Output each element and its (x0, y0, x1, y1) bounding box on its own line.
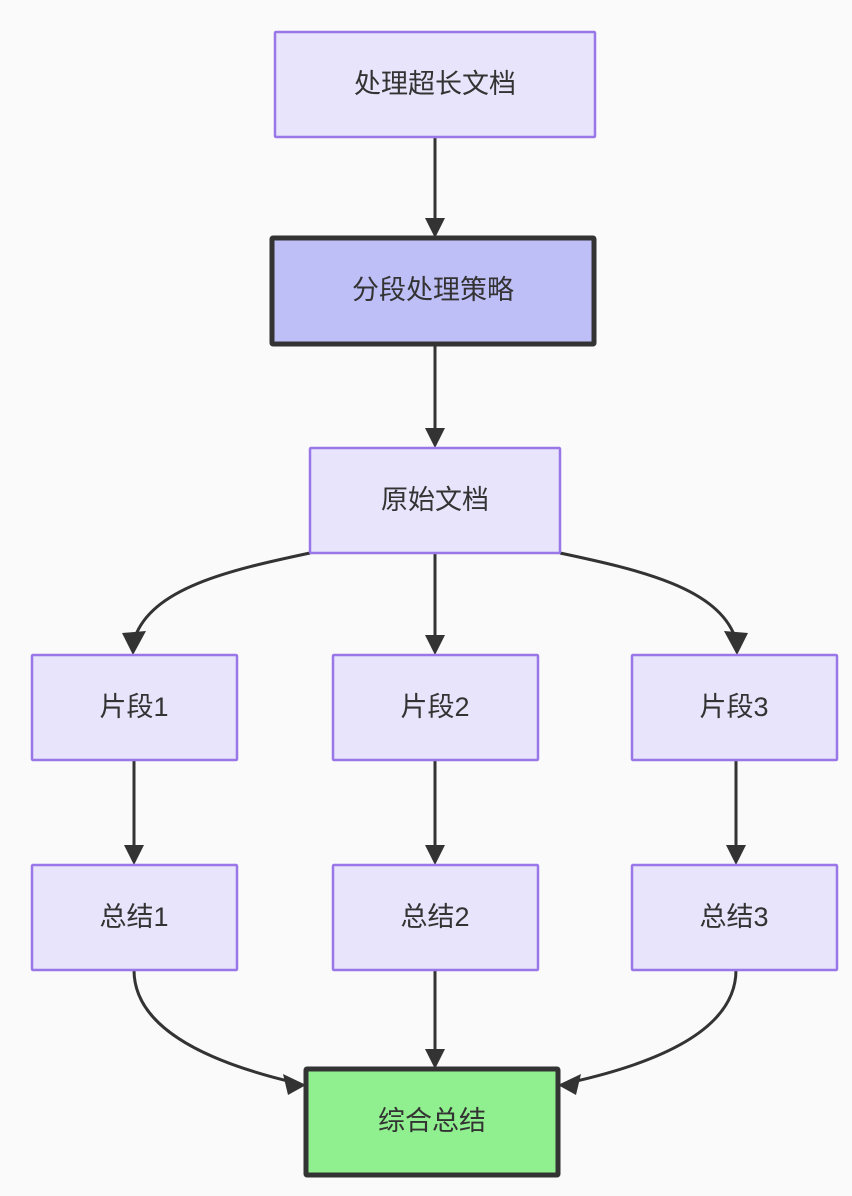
arrow-head-icon (558, 1074, 581, 1095)
arrow-head-icon (425, 428, 445, 448)
edge-n6-n9 (726, 760, 746, 865)
node-fragment-1[interactable]: 片段1 (30, 653, 239, 762)
edge-n7-n10 (132, 969, 306, 1095)
arrow-head-icon (122, 631, 146, 655)
arrow-head-icon (283, 1074, 306, 1095)
node-comprehensive-summary[interactable]: 综合总结 (303, 1066, 561, 1178)
node-box[interactable] (30, 863, 239, 972)
edge-n9-n10 (558, 969, 738, 1095)
arrow-head-icon (425, 1049, 445, 1069)
arrow-head-icon (726, 845, 746, 865)
node-summary-2[interactable]: 总结2 (331, 863, 540, 972)
edge-n3-n6 (559, 551, 748, 655)
arrow-head-icon (425, 635, 445, 655)
edge-layer (122, 137, 748, 1095)
edge-n8-n10 (425, 970, 445, 1069)
node-box[interactable] (630, 653, 839, 762)
edge-n4-n7 (124, 760, 144, 865)
arrow-head-icon (724, 631, 748, 655)
node-box[interactable] (308, 446, 562, 555)
arrow-head-icon (425, 845, 445, 865)
node-box[interactable] (269, 235, 597, 347)
edge-n3-n5 (425, 553, 445, 655)
node-box[interactable] (331, 863, 540, 972)
edge-n1-n2 (425, 137, 445, 238)
node-box[interactable] (273, 30, 597, 139)
node-box[interactable] (331, 653, 540, 762)
edge-n5-n8 (425, 760, 445, 865)
node-summary-3[interactable]: 总结3 (630, 863, 839, 972)
arrow-head-icon (425, 218, 445, 238)
node-fragment-3[interactable]: 片段3 (630, 653, 839, 762)
node-process-long-document[interactable]: 处理超长文档 (273, 30, 597, 139)
node-box[interactable] (303, 1066, 561, 1178)
node-chunking-strategy[interactable]: 分段处理策略 (269, 235, 597, 347)
edge-n3-n4 (122, 551, 311, 655)
node-box[interactable] (630, 863, 839, 972)
node-fragment-2[interactable]: 片段2 (331, 653, 540, 762)
node-box[interactable] (30, 653, 239, 762)
node-original-document[interactable]: 原始文档 (308, 446, 562, 555)
edge-n2-n3 (425, 344, 445, 448)
node-summary-1[interactable]: 总结1 (30, 863, 239, 972)
arrow-head-icon (124, 845, 144, 865)
